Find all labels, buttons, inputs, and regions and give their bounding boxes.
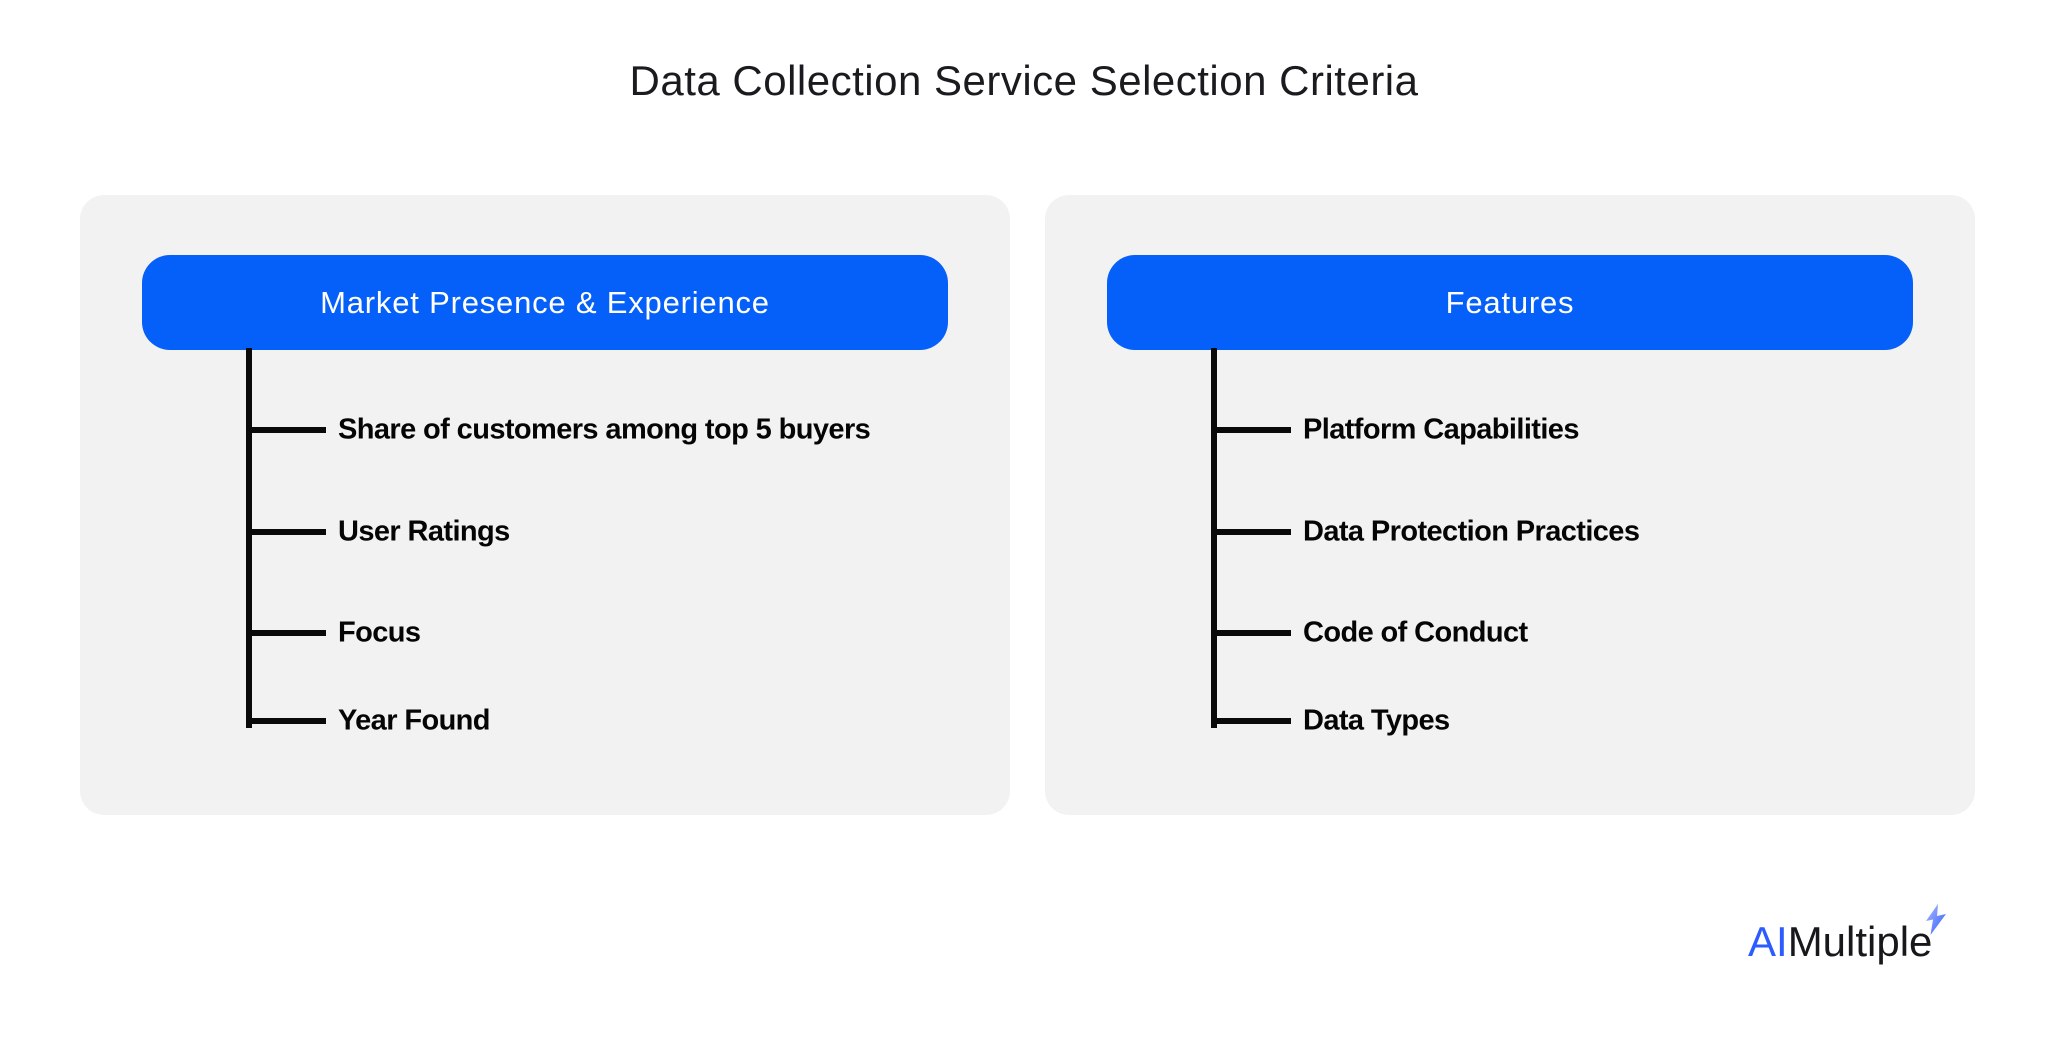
panel-market-presence-experience: Market Presence & Experience Share of cu… — [80, 195, 1010, 815]
criterion-label: Share of customers among top 5 buyers — [338, 413, 871, 446]
tree-branch-line — [246, 529, 326, 535]
criterion-label: User Ratings — [338, 515, 510, 548]
lightning-bolt-icon — [1926, 904, 1947, 935]
tree-trunk-line — [246, 348, 252, 728]
logo-text-ai: AI — [1748, 918, 1788, 965]
logo-text-multiple: Multiple — [1787, 918, 1933, 965]
category-header-features: Features — [1107, 255, 1913, 350]
criterion-label: Data Types — [1303, 704, 1450, 737]
criterion-label: Code of Conduct — [1303, 616, 1528, 649]
criterion-label: Year Found — [338, 704, 491, 737]
panel-features: Features Platform Capabilities Data Prot… — [1045, 195, 1975, 815]
tree-branch-line — [246, 718, 326, 724]
tree-branch-line — [1211, 718, 1291, 724]
criterion-label: Focus — [338, 616, 421, 649]
tree-branch-line — [1211, 427, 1291, 433]
category-header-market-presence: Market Presence & Experience — [142, 255, 948, 350]
tree-branch-line — [246, 630, 326, 636]
tree-trunk-line — [1211, 348, 1217, 728]
aimultiple-logo: AIMultiple — [1748, 904, 1947, 966]
tree-branch-line — [1211, 529, 1291, 535]
tree-branch-line — [246, 427, 326, 433]
criterion-label: Data Protection Practices — [1303, 515, 1640, 548]
tree-branch-line — [1211, 630, 1291, 636]
criterion-label: Platform Capabilities — [1303, 413, 1579, 446]
page-title: Data Collection Service Selection Criter… — [629, 57, 1419, 104]
